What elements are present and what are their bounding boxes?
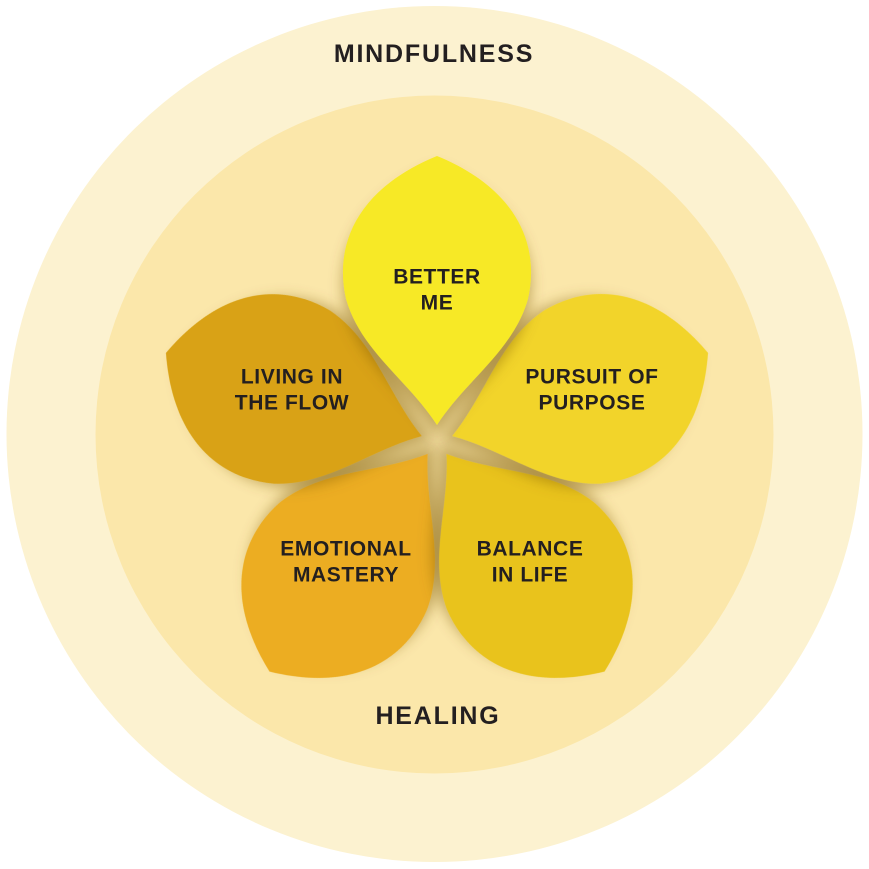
petal-label-line: THE FLOW (235, 392, 349, 415)
petal-emotional-mastery (241, 453, 435, 678)
petal-label-emotional-mastery: EMOTIONAL MASTERY (280, 538, 411, 587)
petal-label-line: EMOTIONAL (280, 538, 411, 561)
outer-ring-label: MINDFULNESS (334, 40, 534, 68)
petal-label-line: MASTERY (293, 564, 399, 587)
petal-pursuit-of-purpose (452, 294, 709, 484)
petal-living-in-the-flow (165, 294, 422, 484)
petal-label-pursuit-of-purpose: PURSUIT OF PURPOSE (525, 366, 658, 415)
petal-label-balance-in-life: BALANCE IN LIFE (477, 538, 584, 587)
inner-ring-label: HEALING (375, 702, 500, 730)
petal-label-line: PURSUIT OF (525, 366, 658, 389)
petal-label-living-in-the-flow: LIVING IN THE FLOW (235, 366, 349, 415)
petal-balance-in-life (439, 453, 633, 678)
petal-better-me (342, 156, 532, 425)
petal-label-line: ME (421, 292, 454, 315)
petal-label-line: PURPOSE (539, 392, 646, 415)
petal-label-line: IN LIFE (492, 564, 569, 587)
petal-label-line: BETTER (393, 266, 481, 289)
petal-label-better-me: BETTER ME (393, 266, 481, 315)
petal-label-line: LIVING IN (241, 366, 343, 389)
petal-label-line: BALANCE (477, 538, 584, 561)
